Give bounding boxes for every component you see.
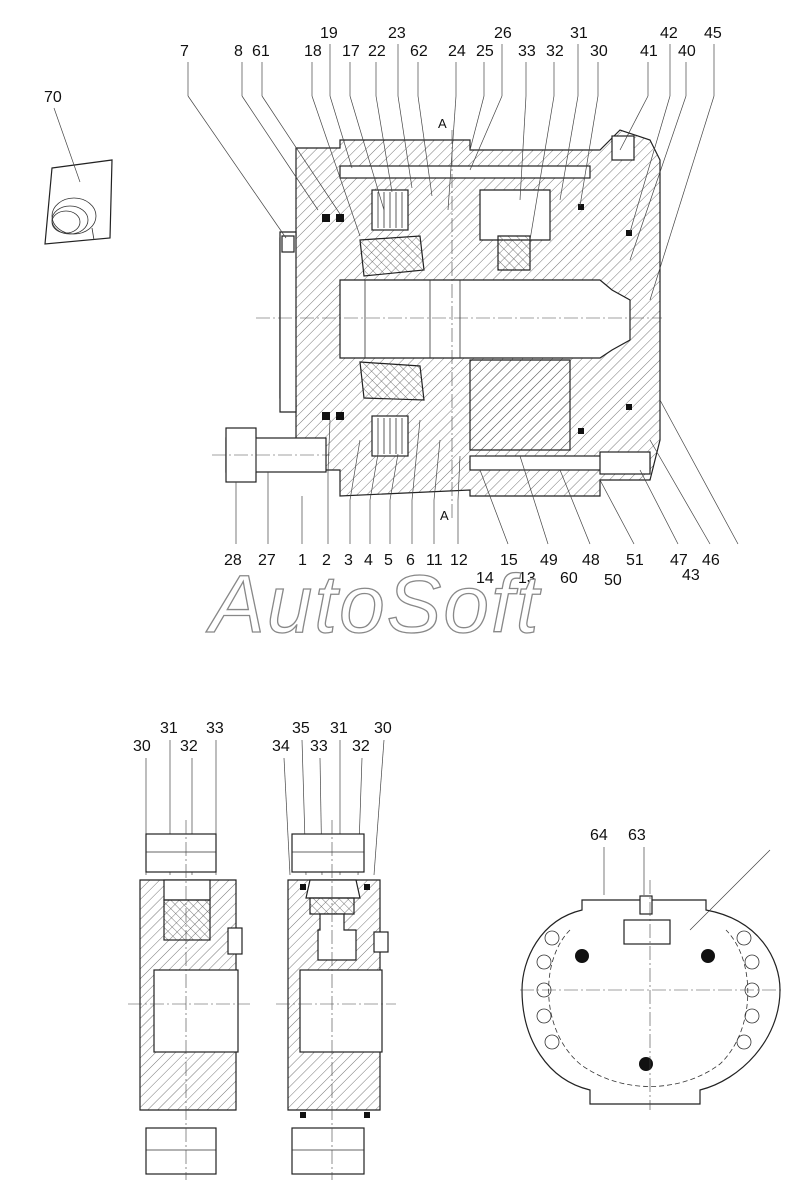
callout-15: 15 (500, 552, 518, 569)
detail-middle-section: 34 35 33 31 32 30 (272, 720, 396, 1180)
callout-26: 26 (494, 25, 512, 42)
callout-42: 42 (660, 25, 678, 42)
callout-25: 25 (476, 43, 494, 60)
callout-28: 28 (224, 552, 242, 569)
callout-43: 43 (682, 567, 700, 584)
detail-mid-label-35: 35 (292, 720, 310, 737)
callout-17: 17 (342, 43, 360, 60)
detail-mid-label-32: 32 (352, 738, 370, 755)
detail-mid-label-33: 33 (310, 738, 328, 755)
callout-24: 24 (448, 43, 466, 60)
callout-14: 14 (476, 570, 494, 587)
callout-32: 32 (546, 43, 564, 60)
section-mark-bottom: A (440, 508, 449, 523)
callout-18: 18 (304, 43, 322, 60)
callout-1: 1 (298, 552, 307, 569)
callout-5: 5 (384, 552, 393, 569)
watermark: AutoSoft (205, 559, 542, 650)
callout-47: 47 (670, 552, 688, 569)
callout-19: 19 (320, 25, 338, 42)
callout-11: 11 (426, 552, 443, 569)
callout-62: 62 (410, 43, 428, 60)
callout-12: 12 (450, 552, 468, 569)
callout-48: 48 (582, 552, 600, 569)
callout-27: 27 (258, 552, 276, 569)
detail-mid-label-31: 31 (330, 720, 348, 737)
top-callouts: 7 8 61 19 18 17 22 23 62 24 25 26 33 32 … (180, 25, 722, 301)
callout-3: 3 (344, 552, 353, 569)
detail-left-label-33: 33 (206, 720, 224, 737)
callout-46: 46 (702, 552, 720, 569)
callout-13: 13 (518, 570, 536, 587)
callout-23: 23 (388, 25, 406, 42)
detail-right-label-64: 64 (590, 827, 608, 844)
detail-left-section: 30 31 32 33 (128, 720, 250, 1180)
callout-51: 51 (626, 552, 644, 569)
callout-60: 60 (560, 570, 578, 587)
callout-50: 50 (604, 572, 622, 589)
callout-40: 40 (678, 43, 696, 60)
main-section-view: A A 7 8 61 19 18 17 22 23 62 24 25 26 33… (180, 25, 739, 589)
kit-label: 70 (44, 89, 62, 106)
seal-kit-bag: 70 (44, 89, 113, 245)
callout-8: 8 (234, 43, 243, 60)
callout-61: 61 (252, 43, 270, 60)
detail-mid-label-34: 34 (272, 738, 290, 755)
detail-right-end-view: 64 63 (520, 827, 782, 1110)
callout-7: 7 (180, 43, 189, 60)
detail-left-label-31: 31 (160, 720, 178, 737)
callout-41: 41 (640, 43, 658, 60)
callout-22: 22 (368, 43, 386, 60)
callout-4: 4 (364, 552, 373, 569)
callout-49: 49 (540, 552, 558, 569)
section-mark-top: A (438, 116, 447, 131)
end-view-bolt-holes (536, 930, 760, 1071)
callout-6: 6 (406, 552, 415, 569)
detail-mid-label-30: 30 (374, 720, 392, 737)
callout-2: 2 (322, 552, 331, 569)
bottom-callouts: 28 27 1 2 3 4 5 6 11 12 15 49 48 51 47 4… (224, 399, 739, 589)
detail-right-label-63: 63 (628, 827, 646, 844)
callout-31: 31 (570, 25, 588, 42)
callout-30: 30 (590, 43, 608, 60)
detail-left-label-30: 30 (133, 738, 151, 755)
callout-45: 45 (704, 25, 722, 42)
callout-33: 33 (518, 43, 536, 60)
detail-left-label-32: 32 (180, 738, 198, 755)
